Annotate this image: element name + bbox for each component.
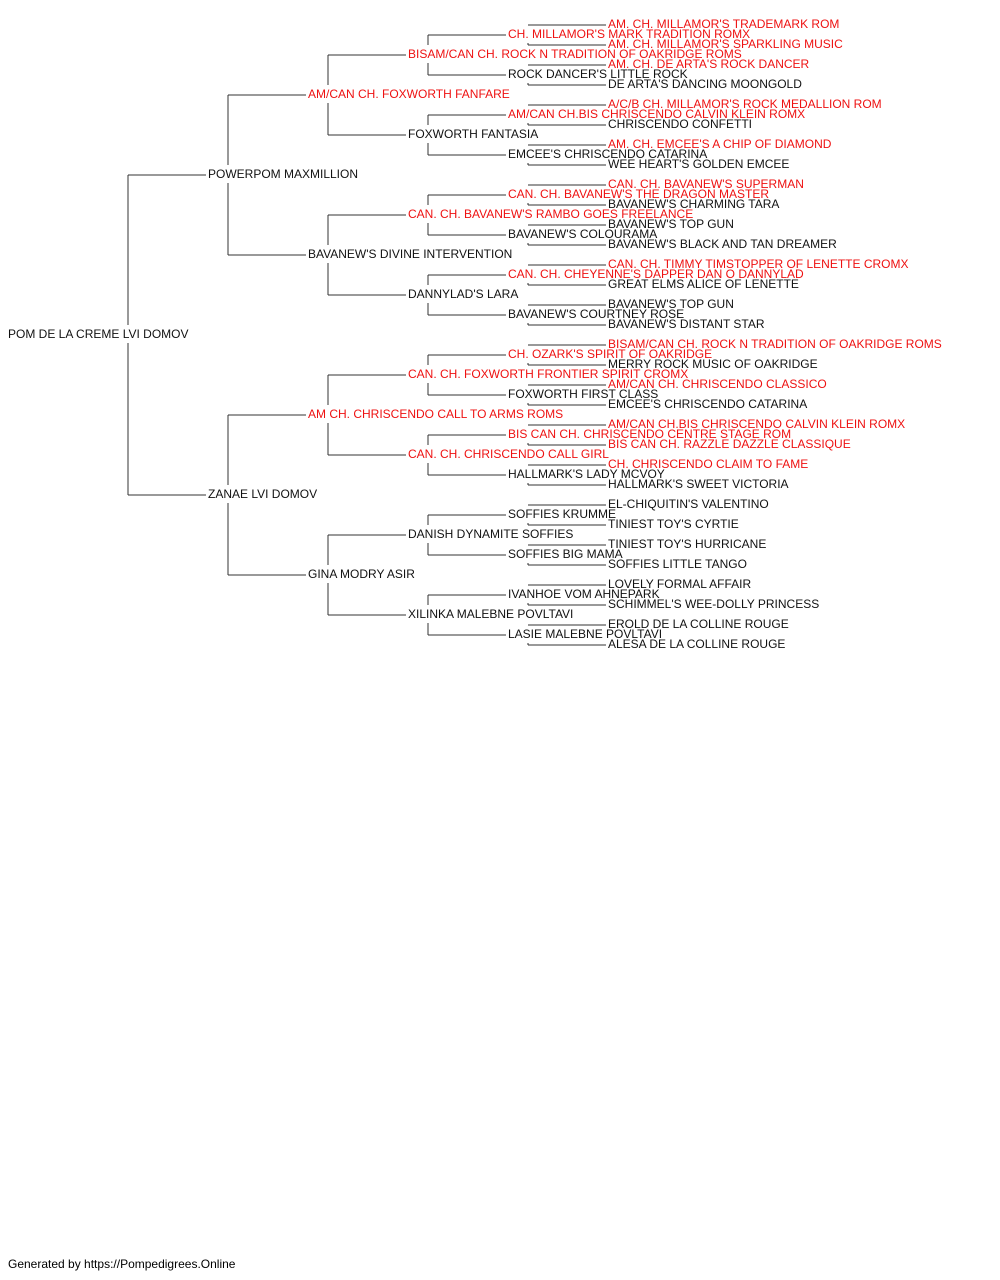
dog-name-gen4: SOFFIES BIG MAMA (508, 547, 623, 561)
dog-name-gen2: GINA MODRY ASIR (308, 567, 415, 581)
dog-name-gen3: XILINKA MALEBNE POVLTAVI (408, 607, 573, 621)
dog-name-gen3: DANNYLAD'S LARA (408, 287, 518, 301)
dog-name-gen5: BIS CAN CH. RAZZLE DAZZLE CLASSIQUE (608, 437, 851, 451)
dog-name-gen4: ROCK DANCER'S LITTLE ROCK (508, 67, 688, 81)
dog-name-gen5: AM/CAN CH.BIS CHRISCENDO CALVIN KLEIN RO… (608, 417, 905, 431)
dog-name-gen5: BAVANEW'S CHARMING TARA (608, 197, 779, 211)
dog-name-gen1: POWERPOM MAXMILLION (208, 167, 358, 181)
dog-name-gen4: SOFFIES KRUMME (508, 507, 616, 521)
dog-name-gen4: IVANHOE VOM AHNEPARK (508, 587, 660, 601)
dog-name-gen3: CAN. CH. BAVANEW'S RAMBO GOES FREELANCE (408, 207, 693, 221)
dog-name-gen5: BAVANEW'S DISTANT STAR (608, 317, 765, 331)
dog-name-gen5: MERRY ROCK MUSIC OF OAKRIDGE (608, 357, 818, 371)
dog-name-gen5: AM. CH. MILLAMOR'S TRADEMARK ROM (608, 17, 839, 31)
dog-name-gen2: BAVANEW'S DIVINE INTERVENTION (308, 247, 512, 261)
dog-name-gen5: EMCEE'S CHRISCENDO CATARINA (608, 397, 807, 411)
dog-name-gen5: CAN. CH. BAVANEW'S SUPERMAN (608, 177, 804, 191)
dog-name-gen5: SOFFIES LITTLE TANGO (608, 557, 747, 571)
dog-name-gen5: DE ARTA'S DANCING MOONGOLD (608, 77, 802, 91)
dog-name-gen5: SCHIMMEL'S WEE-DOLLY PRINCESS (608, 597, 819, 611)
dog-name-gen4: BIS CAN CH. CHRISCENDO CENTRE STAGE ROM (508, 427, 791, 441)
dog-name-gen5: TINIEST TOY'S CYRTIE (608, 517, 739, 531)
dog-name-gen5: EL-CHIQUITIN'S VALENTINO (608, 497, 769, 511)
dog-name-gen4: BAVANEW'S COURTNEY ROSE (508, 307, 684, 321)
dog-name-gen4: CAN. CH. BAVANEW'S THE DRAGON MASTER (508, 187, 769, 201)
dog-name-gen5: AM. CH. MILLAMOR'S SPARKLING MUSIC (608, 37, 843, 51)
dog-name-gen5: AM. CH. DE ARTA'S ROCK DANCER (608, 57, 810, 71)
dog-name-gen5: GREAT ELMS ALICE OF LENETTE (608, 277, 799, 291)
dog-name-gen5: TINIEST TOY'S HURRICANE (608, 537, 766, 551)
dog-name-gen4: CH. MILLAMOR'S MARK TRADITION ROMX (508, 27, 750, 41)
dog-name-gen4: CH. OZARK'S SPIRIT OF OAKRIDGE (508, 347, 712, 361)
dog-name-gen2: AM CH. CHRISCENDO CALL TO ARMS ROMS (308, 407, 563, 421)
dog-name-gen5: BISAM/CAN CH. ROCK N TRADITION OF OAKRID… (608, 337, 942, 351)
dog-name-gen5: AM/CAN CH. CHRISCENDO CLASSICO (608, 377, 827, 391)
dog-name-gen4: FOXWORTH FIRST CLASS (508, 387, 658, 401)
dog-name-gen4: BAVANEW'S COLOURAMA (508, 227, 657, 241)
dog-name-gen5: ALESA DE LA COLLINE ROUGE (608, 637, 785, 651)
dog-name-gen5: CHRISCENDO CONFETTI (608, 117, 752, 131)
dog-name-gen3: FOXWORTH FANTASIA (408, 127, 538, 141)
dog-name-gen5: BAVANEW'S TOP GUN (608, 297, 734, 311)
dog-name-gen4: HALLMARK'S LADY MCVOY (508, 467, 665, 481)
footer-credit: Generated by https://Pompedigrees.Online (8, 1257, 236, 1271)
dog-name-gen3: CAN. CH. FOXWORTH FRONTIER SPIRIT CROMX (408, 367, 688, 381)
dog-name-gen5: LOVELY FORMAL AFFAIR (608, 577, 751, 591)
dog-name-gen3: DANISH DYNAMITE SOFFIES (408, 527, 573, 541)
dog-name-gen2: AM/CAN CH. FOXWORTH FANFARE (308, 87, 510, 101)
dog-name-gen4: EMCEE'S CHRISCENDO CATARINA (508, 147, 707, 161)
dog-name-gen1: ZANAE LVI DOMOV (208, 487, 317, 501)
dog-name-gen5: BAVANEW'S BLACK AND TAN DREAMER (608, 237, 837, 251)
dog-name-gen5: CAN. CH. TIMMY TIMSTOPPER OF LENETTE CRO… (608, 257, 908, 271)
dog-name-gen5: HALLMARK'S SWEET VICTORIA (608, 477, 789, 491)
dog-name-gen5: BAVANEW'S TOP GUN (608, 217, 734, 231)
dog-name-gen5: WEE HEART'S GOLDEN EMCEE (608, 157, 789, 171)
dog-name-gen3: BISAM/CAN CH. ROCK N TRADITION OF OAKRID… (408, 47, 742, 61)
dog-name-gen5: EROLD DE LA COLLINE ROUGE (608, 617, 789, 631)
dog-name-gen5: A/C/B CH. MILLAMOR'S ROCK MEDALLION ROM (608, 97, 882, 111)
dog-name-gen5: AM. CH. EMCEE'S A CHIP OF DIAMOND (608, 137, 832, 151)
dog-name-gen0: POM DE LA CREME LVI DOMOV (8, 327, 188, 341)
dog-name-gen3: CAN. CH. CHRISCENDO CALL GIRL (408, 447, 609, 461)
dog-name-gen4: LASIE MALEBNE POVLTAVI (508, 627, 662, 641)
dog-name-gen4: AM/CAN CH.BIS CHRISCENDO CALVIN KLEIN RO… (508, 107, 805, 121)
dog-name-gen5: CH. CHRISCENDO CLAIM TO FAME (608, 457, 808, 471)
dog-name-gen4: CAN. CH. CHEYENNE'S DAPPER DAN O DANNYLA… (508, 267, 804, 281)
